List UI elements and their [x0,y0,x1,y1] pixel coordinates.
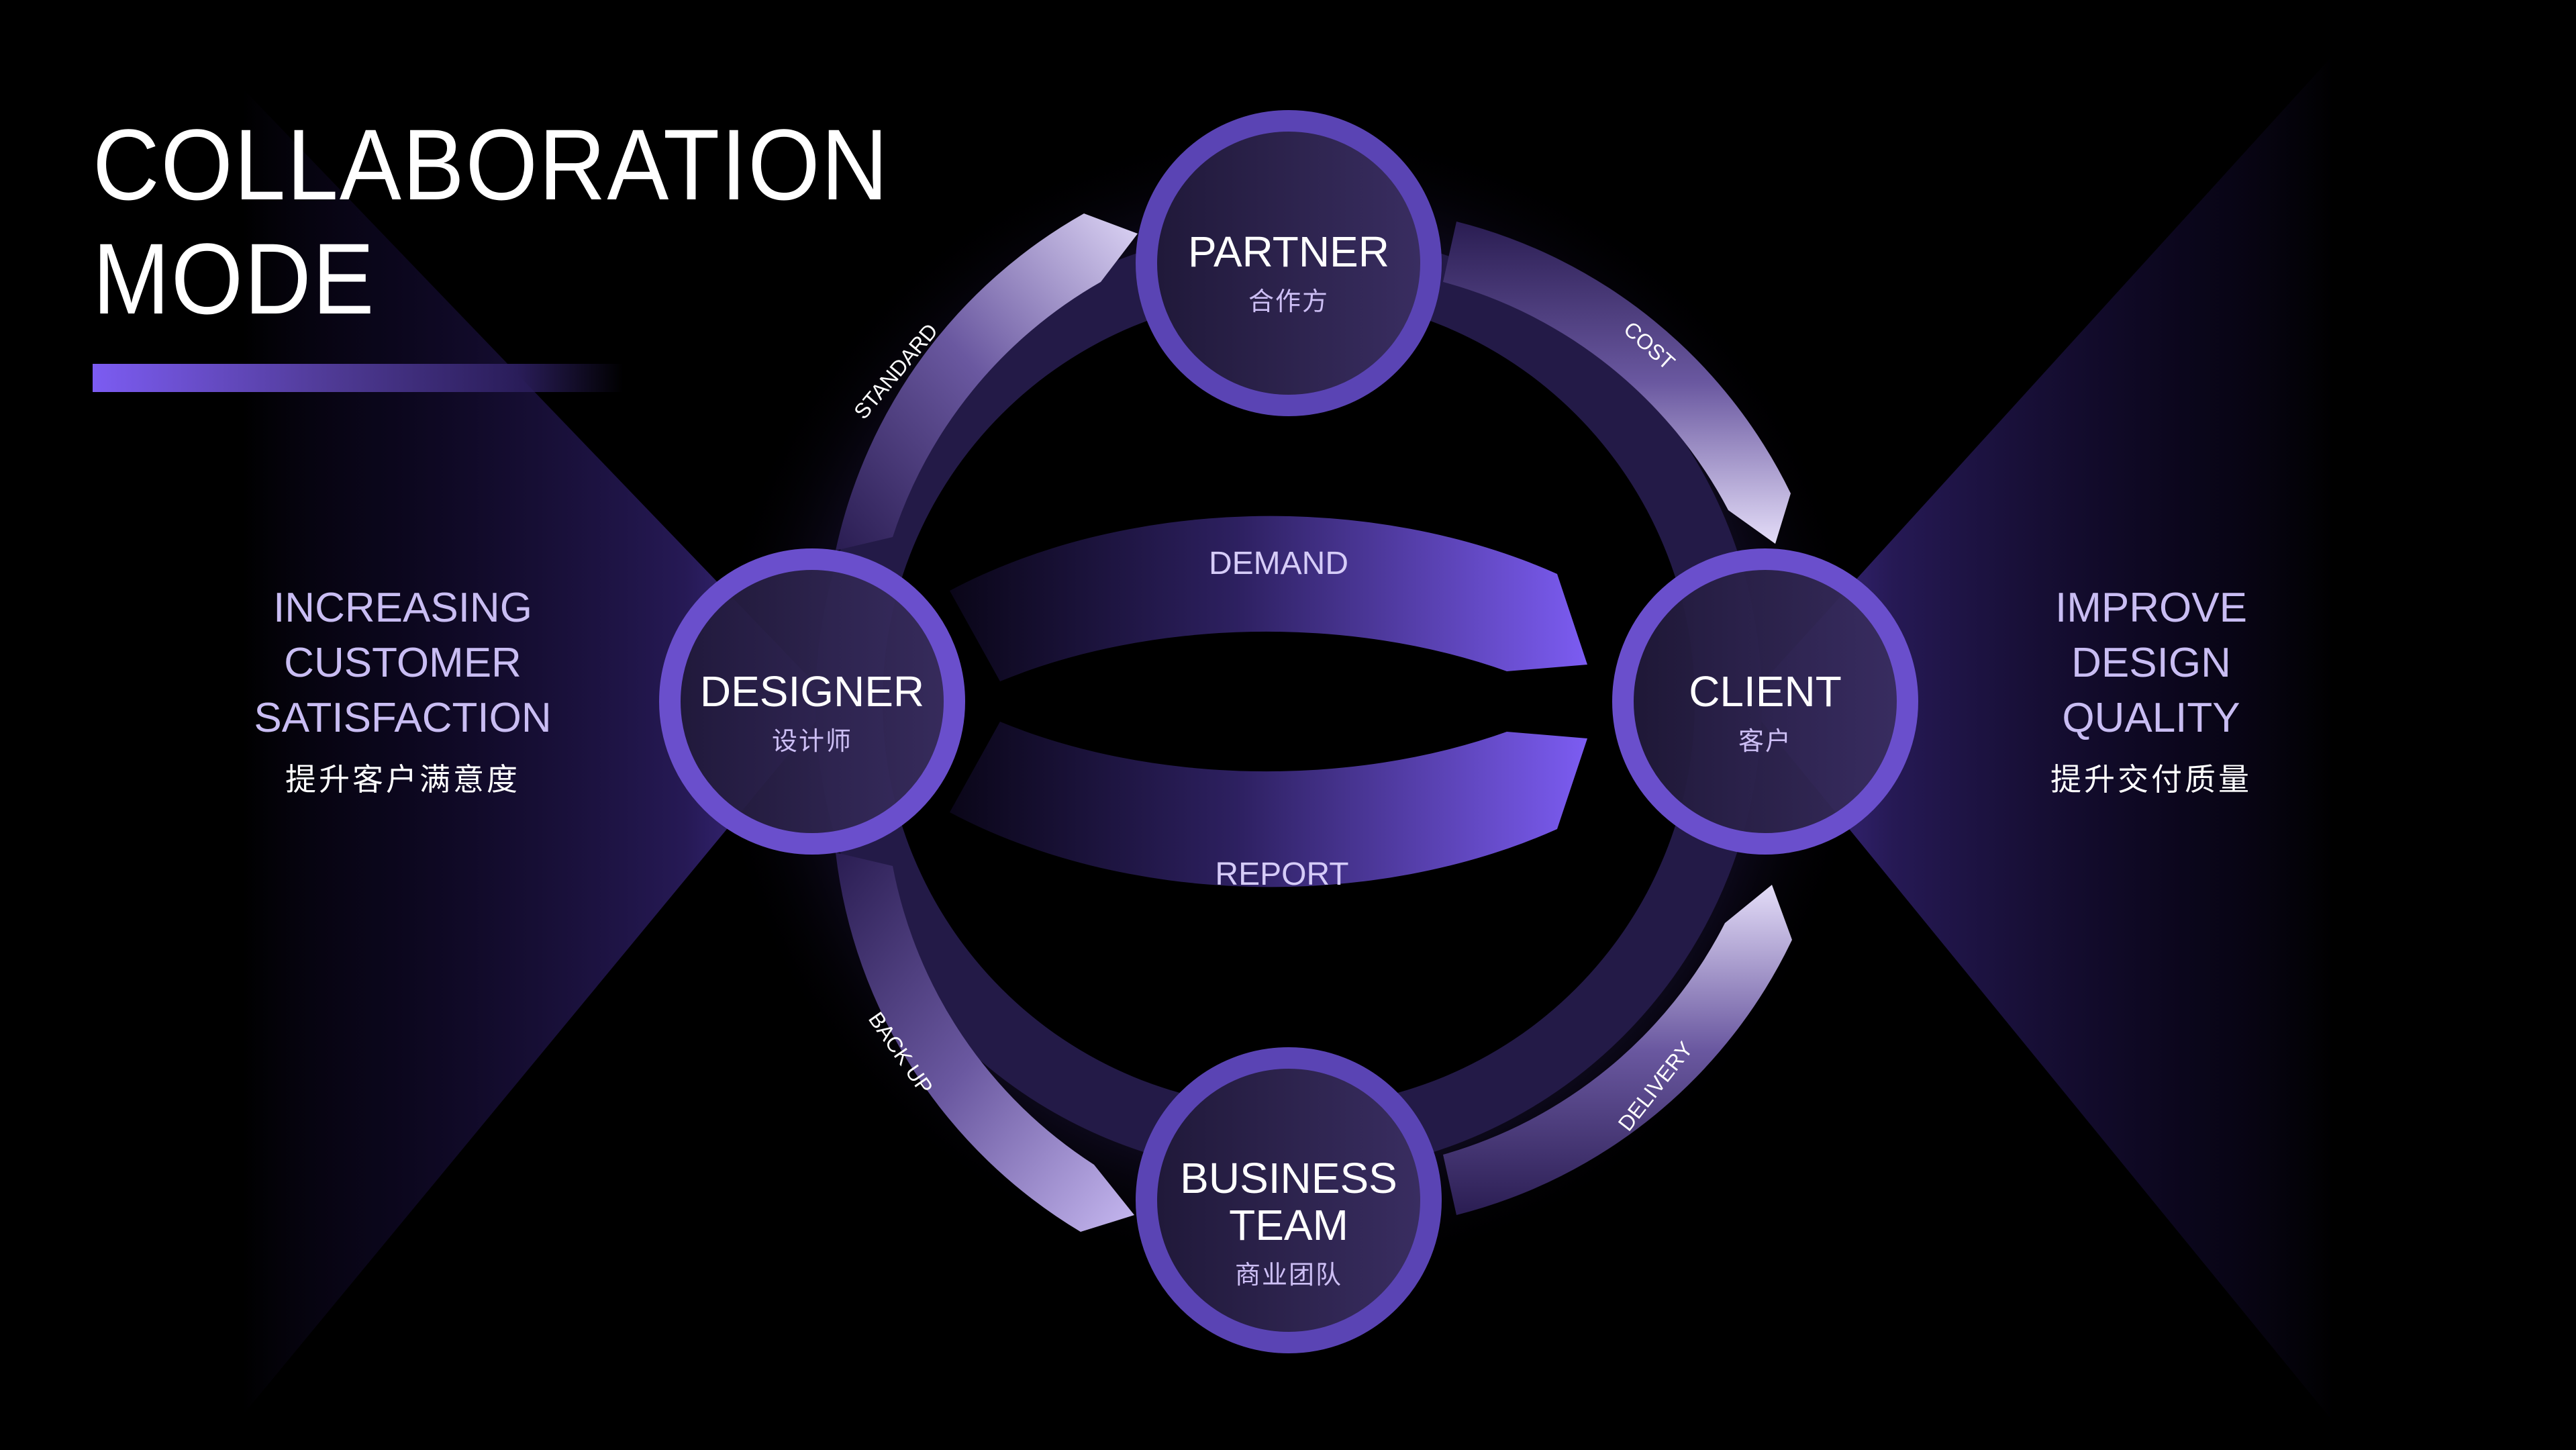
goal-left-cn: 提升客户满意度 [285,762,520,797]
goal-right-line-2: DESIGN [2071,640,2231,686]
standard-arrow [836,213,1138,550]
center-hole [883,295,1695,1108]
node-client-cn: 客户 [1738,728,1792,756]
node-business-team[interactable] [1136,1047,1442,1353]
title-underline [93,364,623,392]
left-beam [242,87,832,1416]
page-title: COLLABORATION MODE [93,107,889,336]
delivery-arrow [1443,885,1792,1215]
node-designer[interactable] [659,548,965,855]
node-partner-en: PARTNER [1188,228,1389,276]
node-business-en-2: TEAM [1229,1201,1348,1249]
goal-right-line-1: IMPROVE [2055,585,2247,631]
title-line-1: COLLABORATION [93,108,889,221]
node-partner-cn: 合作方 [1248,288,1329,316]
node-designer-cn: 设计师 [771,728,852,756]
goal-right-cn: 提升交付质量 [2050,762,2252,797]
goal-left-line-3: SATISFACTION [254,695,552,741]
node-client-en: CLIENT [1689,667,1842,716]
goal-left: INCREASING CUSTOMER SATISFACTION 提升客户满意度 [195,581,611,800]
node-business-label: BUSINESS TEAM 商业团队 [1154,1155,1423,1291]
node-designer-en: DESIGNER [699,667,925,716]
node-client[interactable] [1612,548,1918,855]
goal-left-line-2: CUSTOMER [284,640,522,686]
flow-label-demand: DEMAND [1209,546,1348,581]
back-up-arrow [836,853,1134,1232]
goal-right: IMPROVE DESIGN QUALITY 提升交付质量 [1933,581,2369,800]
goal-right-line-3: QUALITY [2062,695,2240,741]
node-client-label: CLIENT 客户 [1631,668,1899,757]
node-business-en-1: BUSINESS [1180,1154,1397,1202]
node-designer-label: DESIGNER 设计师 [678,668,946,757]
node-business-cn: 商业团队 [1234,1261,1342,1290]
report-arrow [950,722,1587,887]
goal-left-line-1: INCREASING [273,585,532,631]
node-partner-label: PARTNER 合作方 [1154,228,1423,318]
title-line-2: MODE [93,222,376,335]
right-beam [1745,54,2334,1423]
cost-arrow [1443,222,1791,544]
node-partner[interactable] [1136,110,1442,416]
flow-label-report: REPORT [1215,857,1348,892]
demand-arrow [950,516,1587,681]
